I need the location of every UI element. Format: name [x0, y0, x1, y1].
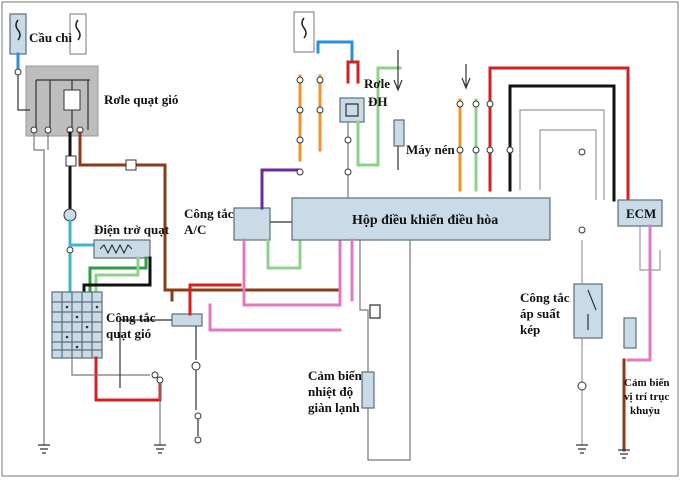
wire-ground-left: [33, 133, 45, 445]
connector-dot: [194, 412, 202, 420]
ground-symbol-3: [576, 444, 588, 454]
ground-symbol-4: [618, 449, 630, 459]
connector-box: [125, 159, 137, 171]
wire-purple-acswitch: [260, 168, 302, 210]
ac-relay-label-1: Rơle: [364, 76, 390, 91]
wire-black-thin-ac: [119, 319, 172, 388]
arrow-right-1: [461, 64, 471, 90]
fuse-label: Cầu chì: [29, 30, 72, 45]
wire-black-resistor: [82, 256, 152, 294]
ac-switch-label-1: Công tắc: [184, 206, 234, 221]
wire-blue-acrelay: [316, 40, 354, 62]
wire-white-ecm: [539, 129, 597, 200]
evaporator-connector: [369, 304, 381, 319]
pressure-switch-contacts: [587, 289, 597, 330]
evaporator-sensor-label-1: Cảm biến: [308, 368, 363, 383]
resistor-zigzag-icon: [99, 243, 133, 255]
connector-dot: [151, 371, 159, 379]
connector-dots-center: [296, 76, 352, 176]
compressor-box: [393, 119, 405, 147]
fuse-symbol-2: [69, 13, 87, 55]
wire-red-switch: [94, 356, 162, 402]
wire-red-ac: [188, 283, 242, 316]
wire-evaporator: [359, 240, 411, 461]
fan-relay-block: [25, 65, 99, 137]
wire-pink-ecm: [626, 224, 652, 362]
wire-lightgreen-center: [266, 238, 302, 270]
fan-resistor-label: Điện trở quạt: [94, 222, 170, 237]
compressor-label: Máy nén: [406, 142, 456, 157]
fuse-symbol-3: [293, 11, 315, 53]
ground-symbol-2: [154, 444, 166, 454]
ac-switch-label-2: A/C: [184, 222, 206, 237]
wire-black-ecm: [508, 84, 616, 202]
wire-cyan-motor: [68, 219, 98, 247]
fan-relay-coil: [63, 89, 81, 111]
evaporator-sensor-box: [361, 371, 375, 409]
compressor-arrow: [393, 50, 403, 92]
wire-brown-relay: [78, 131, 174, 292]
wire-green-resistor: [88, 256, 148, 294]
crank-sensor-box: [623, 317, 637, 349]
wire-fuse-relay: [17, 75, 30, 111]
fan-relay-lines: [35, 79, 90, 130]
dual-pressure-label-3: kép: [520, 322, 540, 337]
connector-dots-right: [456, 100, 586, 234]
ecm-label: ECM: [626, 206, 656, 221]
wire-gray-ecm-2: [639, 226, 661, 271]
evaporator-sensor-label-3: giàn lạnh: [308, 400, 360, 415]
wire-gray-ecm: [519, 109, 605, 200]
dual-pressure-label-1: Công tắc: [520, 290, 570, 305]
wire-lightgreen-acrelay: [356, 66, 402, 167]
wire-pink-acswitch: [242, 238, 342, 307]
connector-dot: [194, 436, 202, 444]
ac-controller-box: [291, 197, 551, 241]
connector-dot: [191, 361, 201, 371]
ac-controller-label: Hộp điều khiển điều hòa: [352, 213, 498, 228]
fuse-symbol-1: [9, 13, 27, 55]
fan-switch-grid: [51, 291, 103, 359]
evaporator-sensor-label-2: nhiệt độ: [308, 384, 353, 399]
fuse-squiggle: [301, 17, 307, 39]
ecm-box: [617, 199, 663, 227]
connector-dot: [156, 376, 164, 384]
wire-gray-switch: [71, 358, 150, 376]
connector-dot: [14, 68, 22, 76]
fan-switch-label-2: quạt gió: [106, 326, 151, 341]
ac-switch-box: [233, 207, 271, 241]
crank-sensor-label-3: khuỷu: [630, 405, 660, 417]
crank-sensor-label-2: vị trí trục: [624, 391, 669, 403]
fan-switch-label-1: Công tắc: [106, 310, 156, 325]
ac-relay-box: [339, 97, 365, 123]
connector-dot: [66, 246, 74, 254]
wire-lightgreen-resistor: [94, 256, 140, 294]
dual-pressure-label-2: áp suất: [520, 306, 561, 321]
connector-dot: [577, 381, 587, 391]
connector-box: [65, 155, 77, 167]
crank-sensor-label-1: Cảm biến: [624, 377, 670, 389]
wire-red-acrelay: [346, 60, 360, 84]
fan-relay-label: Rơle quạt gió: [104, 92, 178, 107]
wire-brown-ac: [170, 288, 342, 302]
ac-switch-connector: [171, 313, 203, 327]
ac-relay-coil: [345, 103, 359, 117]
ac-relay-label-2: ĐH: [368, 94, 388, 109]
ground-symbol-1: [38, 444, 50, 454]
wire-pink-lower: [208, 303, 342, 332]
wire-red-ecm: [488, 66, 630, 202]
blower-motor-icon: [63, 208, 77, 222]
